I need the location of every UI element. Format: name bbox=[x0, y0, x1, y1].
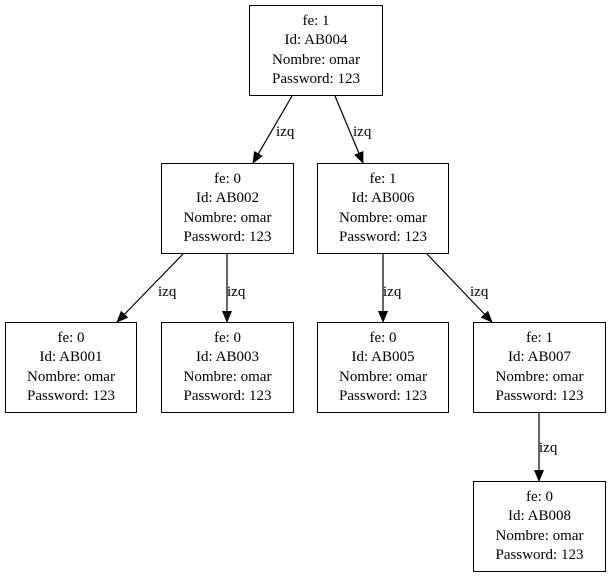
node-password: Password: 123 bbox=[495, 388, 584, 404]
edge-label-ab004-ab002: izq bbox=[276, 124, 295, 140]
node-ab004: fe: 1 Id: AB004 Nombre: omar Password: 1… bbox=[249, 5, 383, 96]
node-ab001: fe: 0 Id: AB001 Nombre: omar Password: 1… bbox=[5, 322, 137, 413]
edge-ab002-ab001 bbox=[116, 253, 184, 323]
edge-label-ab006-ab007: izq bbox=[470, 284, 489, 300]
node-password: Password: 123 bbox=[495, 547, 584, 563]
node-id: Id: AB005 bbox=[351, 349, 415, 365]
node-fe: fe: 0 bbox=[525, 488, 554, 505]
node-ab005: fe: 0 Id: AB005 Nombre: omar Password: 1… bbox=[317, 322, 449, 413]
edge-label-ab004-ab006: izq bbox=[353, 124, 372, 140]
edge-label-ab002-ab001: izq bbox=[158, 284, 177, 300]
node-password: Password: 123 bbox=[183, 388, 272, 404]
node-nombre: Nombre: omar bbox=[183, 368, 272, 385]
node-id: Id: AB002 bbox=[196, 190, 259, 206]
node-ab003: fe: 0 Id: AB003 Nombre: omar Password: 1… bbox=[161, 322, 294, 413]
node-id: Id: AB008 bbox=[508, 508, 571, 524]
node-password: Password: 123 bbox=[27, 388, 115, 404]
node-password: Password: 123 bbox=[339, 388, 427, 404]
node-password: Password: 123 bbox=[183, 229, 272, 245]
edge-label-ab002-ab003: izq bbox=[227, 284, 246, 300]
node-ab002: fe: 0 Id: AB002 Nombre: omar Password: 1… bbox=[161, 163, 294, 254]
edge-label-ab007-ab008: izq bbox=[539, 440, 558, 456]
node-ab008: fe: 0 Id: AB008 Nombre: omar Password: 1… bbox=[473, 481, 606, 572]
node-nombre: Nombre: omar bbox=[339, 368, 427, 385]
node-fe: fe: 0 bbox=[213, 170, 242, 187]
node-id: Id: AB001 bbox=[39, 349, 103, 365]
node-nombre: Nombre: omar bbox=[27, 368, 115, 385]
edge-label-ab006-ab005: izq bbox=[383, 284, 402, 300]
edge-ab004-ab006 bbox=[334, 95, 364, 164]
edge-ab006-ab007 bbox=[426, 253, 493, 323]
node-nombre: Nombre: omar bbox=[495, 368, 584, 385]
node-password: Password: 123 bbox=[272, 71, 360, 87]
node-fe: fe: 1 bbox=[369, 170, 397, 187]
node-nombre: Nombre: omar bbox=[272, 51, 360, 68]
node-id: Id: AB003 bbox=[196, 349, 259, 365]
node-id: Id: AB004 bbox=[284, 32, 348, 48]
node-nombre: Nombre: omar bbox=[339, 209, 427, 226]
node-fe: fe: 1 bbox=[525, 329, 554, 346]
node-nombre: Nombre: omar bbox=[183, 209, 272, 226]
node-fe: fe: 0 bbox=[57, 329, 85, 346]
node-ab007: fe: 1 Id: AB007 Nombre: omar Password: 1… bbox=[473, 322, 606, 413]
node-nombre: Nombre: omar bbox=[495, 527, 584, 544]
node-fe: fe: 0 bbox=[369, 329, 397, 346]
node-password: Password: 123 bbox=[339, 229, 427, 245]
node-fe: fe: 0 bbox=[213, 329, 242, 346]
edge-ab004-ab002 bbox=[252, 95, 293, 164]
node-ab006: fe: 1 Id: AB006 Nombre: omar Password: 1… bbox=[317, 163, 449, 254]
node-id: Id: AB007 bbox=[508, 349, 571, 365]
node-fe: fe: 1 bbox=[302, 12, 330, 29]
node-id: Id: AB006 bbox=[351, 190, 415, 206]
